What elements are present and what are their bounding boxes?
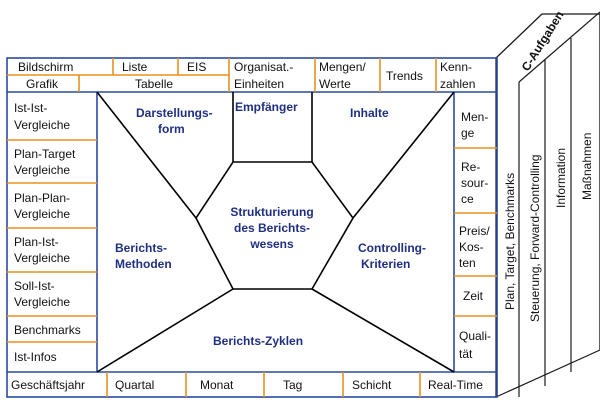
right-3-line-3: ten — [459, 256, 476, 270]
left-2-line-2: Vergleiche — [14, 163, 70, 177]
c-aufgaben-header: C-Aufgaben — [519, 9, 567, 74]
bottom-quartal: Quartal — [115, 378, 154, 392]
left-3-line-2: Vergleiche — [14, 207, 70, 221]
cell-kenn-2: zahlen — [440, 77, 475, 91]
left-5-line-1: Soll-Ist- — [14, 279, 55, 293]
right-3-line-1: Preis/ — [459, 224, 490, 238]
c-aufgaben-col-1: Plan, Target, Benchmarks — [503, 173, 517, 310]
bottom-row-separators — [106, 372, 421, 397]
cell-kenn-1: Kenn- — [440, 60, 472, 74]
bottom-real-time: Real-Time — [428, 378, 483, 392]
diag-bottom-left — [96, 288, 234, 373]
left-1-line-1: Ist-Ist- — [14, 101, 47, 115]
left-4-line-1: Plan-Ist- — [14, 235, 59, 249]
diag-top-right — [352, 91, 455, 219]
cell-eis: EIS — [187, 60, 206, 74]
right-4-line-1: Zeit — [463, 289, 484, 303]
region-kriterien-1: Controlling- — [358, 241, 426, 255]
right-2-line-3: ce — [461, 192, 474, 206]
right-5-line-1: Quali- — [459, 329, 491, 343]
left-3-line-1: Plan-Plan- — [14, 191, 70, 205]
cell-tabelle: Tabelle — [135, 77, 173, 91]
left-6-line-1: Benchmarks — [14, 323, 81, 337]
bottom-monat: Monat — [200, 378, 234, 392]
region-center-1: Strukturierung — [230, 205, 313, 219]
panel-diag-1 — [518, 11, 600, 83]
bottom-tag: Tag — [283, 378, 302, 392]
bottom-schicht: Schicht — [352, 378, 392, 392]
right-2-line-1: Re- — [461, 160, 480, 174]
cell-grafik: Grafik — [26, 77, 59, 91]
right-5-line-2: tät — [459, 347, 473, 361]
left-5-line-2: Vergleiche — [14, 295, 70, 309]
right-1-line-2: ge — [461, 126, 475, 140]
left-1-line-2: Vergleiche — [14, 118, 70, 132]
region-zyklen: Berichts-Zyklen — [213, 334, 303, 348]
region-methoden-2: Methoden — [115, 257, 172, 271]
c-aufgaben-col-2: Steuerung, Forward-Controlling — [528, 155, 542, 322]
region-empfaenger: Empfänger — [235, 100, 298, 114]
c-aufgaben-col-4: Maßnahmen — [580, 133, 594, 200]
cell-bildschirm: Bildschirm — [18, 60, 73, 74]
right-col-separators — [454, 147, 497, 317]
right-1-line-1: Men- — [461, 110, 488, 124]
region-center-3: wesens — [249, 237, 294, 251]
bottom-geschaeftsjahr: Geschäftsjahr — [11, 378, 85, 392]
cell-mengen-2: Werte — [319, 77, 351, 91]
cell-organisat-1: Organisat.- — [234, 60, 293, 74]
left-col-separators — [7, 139, 97, 343]
diag-top-left — [96, 91, 197, 219]
c-aufgaben-panel — [495, 11, 600, 398]
left-2-line-1: Plan-Target — [14, 147, 76, 161]
c-aufgaben-col-3: Information — [554, 148, 568, 208]
top-row-separators — [7, 58, 437, 92]
region-kriterien-2: Kriterien — [361, 257, 410, 271]
left-4-line-2: Vergleiche — [14, 251, 70, 265]
region-inhalte: Inhalte — [350, 106, 389, 120]
left-7-line-1: Ist-Infos — [14, 350, 57, 364]
inner-structure — [96, 91, 455, 373]
region-methoden-1: Berichts- — [115, 241, 167, 255]
right-2-line-2: sour- — [461, 176, 488, 190]
cell-organisat-2: Einheiten — [234, 77, 284, 91]
cell-trends: Trends — [386, 69, 423, 83]
region-center-2: des Berichts- — [234, 221, 310, 235]
panel-top-edge — [495, 13, 543, 59]
region-darstellung-2: form — [158, 122, 185, 136]
right-3-line-2: Kos- — [459, 240, 484, 254]
region-darstellung-1: Darstellungs- — [136, 106, 213, 120]
cell-mengen-1: Mengen/ — [319, 60, 366, 74]
cell-liste: Liste — [122, 60, 148, 74]
diag-bottom-right — [311, 288, 455, 373]
